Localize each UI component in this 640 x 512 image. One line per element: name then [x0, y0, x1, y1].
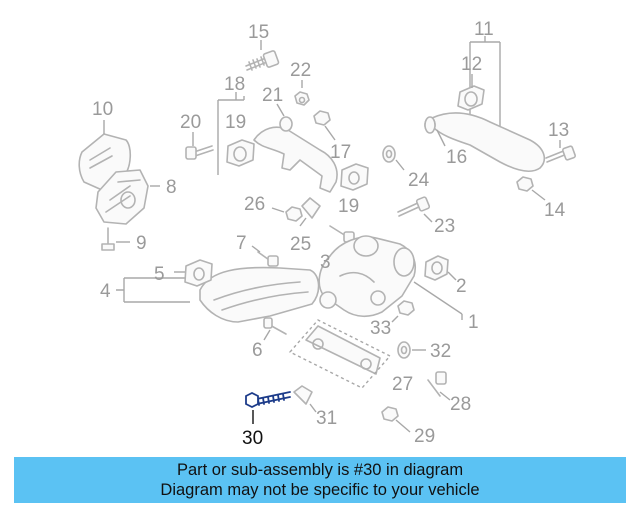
part-25-clip — [299, 197, 321, 227]
part-1-knuckle — [318, 235, 463, 320]
parts-diagram: 15 22 11 12 18 21 10 20 19 17 13 16 8 24… — [78, 19, 576, 449]
part-8-mount — [95, 169, 160, 225]
callout-4: 4 — [100, 281, 111, 302]
callout-9: 9 — [136, 233, 147, 254]
part-6-bolt — [263, 317, 287, 341]
callout-21: 21 — [262, 85, 283, 106]
callout-28: 28 — [450, 394, 471, 415]
part-30-bolt-highlighted — [245, 391, 291, 424]
callout-labels: 15 22 11 12 18 21 10 20 19 17 13 16 8 24… — [92, 19, 569, 449]
callout-10: 10 — [92, 99, 113, 120]
part-2-bushing — [424, 255, 457, 281]
part-27-link — [288, 319, 392, 389]
part-9-bolt — [101, 227, 130, 251]
callout-22: 22 — [290, 60, 311, 81]
part-31-clip — [293, 385, 317, 413]
part-33-nut — [391, 300, 415, 323]
callout-19: 19 — [338, 196, 359, 217]
callout-26: 26 — [244, 194, 265, 215]
part-7-bolt — [251, 245, 279, 267]
part-18-upper-arm — [217, 92, 369, 193]
banner-line-disclaimer: Diagram may not be specific to your vehi… — [160, 481, 480, 499]
callout-23: 23 — [434, 216, 455, 237]
part-23-bolt — [397, 196, 433, 223]
callout-3: 3 — [320, 252, 331, 273]
callout-5: 5 — [154, 264, 165, 285]
part-14-nut — [516, 176, 546, 201]
callout-27: 27 — [392, 374, 413, 395]
part-16-washer — [424, 116, 436, 134]
callout-25: 25 — [290, 234, 311, 255]
callout-32: 32 — [430, 341, 451, 362]
callout-20: 20 — [180, 112, 201, 133]
callout-8: 8 — [166, 177, 177, 198]
callout-12: 12 — [461, 54, 482, 75]
callout-14: 14 — [544, 200, 566, 221]
callout-7: 7 — [236, 233, 247, 254]
part-13-bolt — [545, 140, 576, 163]
part-17-nut — [313, 110, 336, 141]
part-info-banner: Part or sub-assembly is #30 in diagram D… — [14, 457, 626, 503]
callout-33: 33 — [370, 318, 391, 339]
part-29-nut — [381, 406, 411, 433]
callout-6: 6 — [252, 340, 263, 361]
callout-13: 13 — [548, 120, 569, 141]
part-11-12-upper-link — [424, 36, 546, 173]
part-20-bolt — [185, 132, 214, 160]
callout-17: 17 — [330, 142, 351, 163]
part-32-washer — [397, 341, 426, 359]
callout-2: 2 — [456, 276, 467, 297]
callout-29: 29 — [414, 426, 435, 447]
callout-11: 11 — [474, 19, 494, 40]
part-26-nut — [271, 206, 303, 222]
callout-1: 1 — [468, 312, 479, 333]
banner-line-part-number: Part or sub-assembly is #30 in diagram — [176, 461, 464, 479]
part-4-lower-arm — [116, 259, 320, 323]
callout-24: 24 — [408, 170, 430, 191]
part-24-washer — [382, 145, 405, 171]
part-22-nut — [294, 80, 310, 106]
callout-19: 19 — [225, 112, 246, 133]
part-15-bolt — [245, 40, 280, 71]
callout-16: 16 — [446, 147, 467, 168]
callout-31: 31 — [316, 408, 337, 429]
part-28-bolt — [427, 371, 451, 401]
callout-30-highlighted: 30 — [242, 428, 263, 449]
callout-18: 18 — [224, 74, 245, 95]
callout-15: 15 — [248, 22, 269, 43]
